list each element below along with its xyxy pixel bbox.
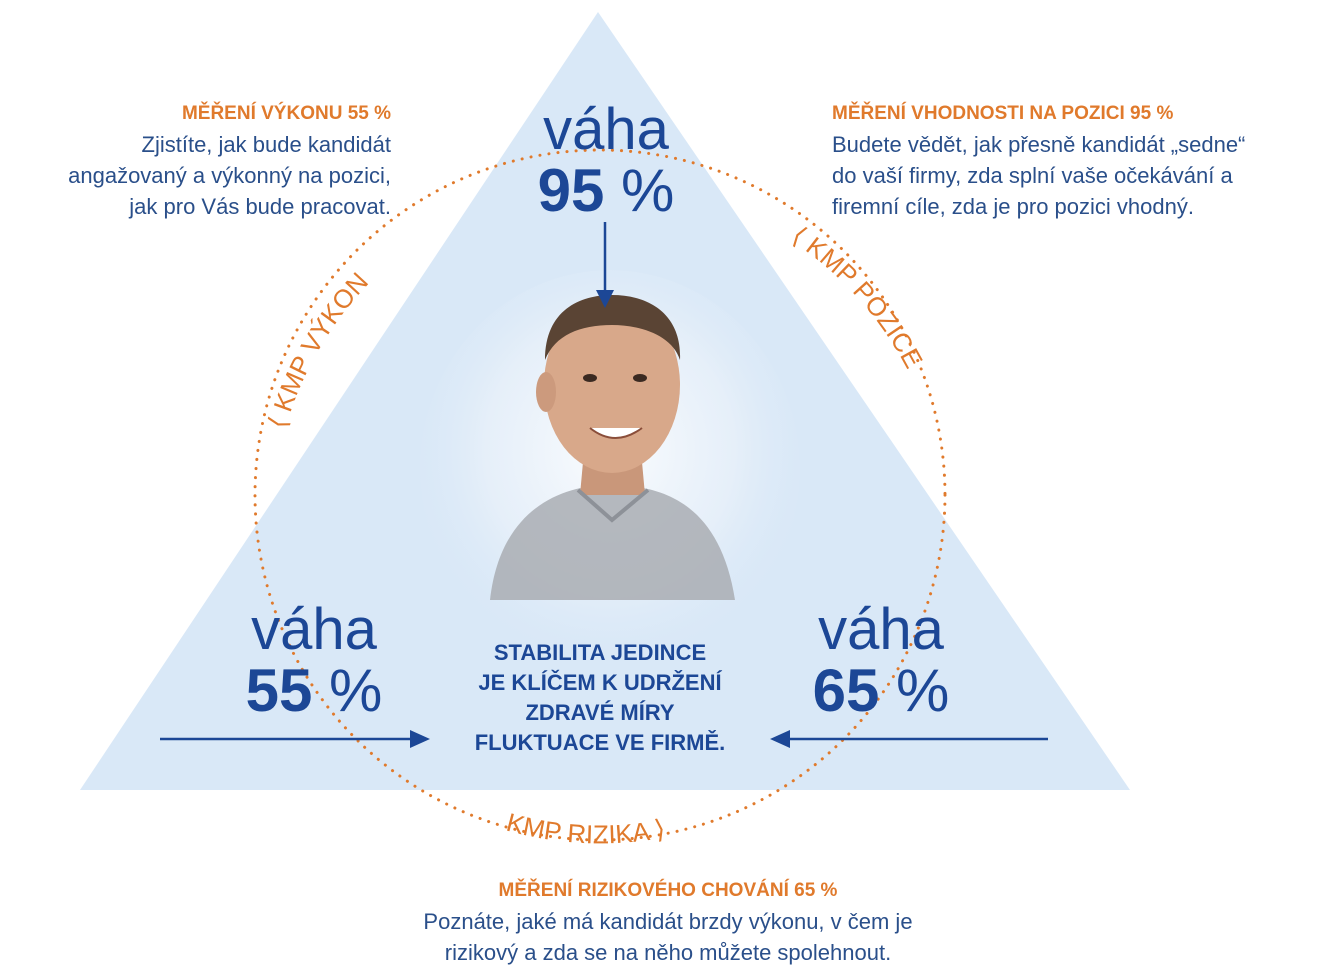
arc-label-bottom: KMP RIZIKA ⟩: [503, 807, 667, 850]
info-position-fit-title: MĚŘENÍ VHODNOSTI NA POZICI 95 %: [832, 103, 1174, 124]
weight-right: váha 65 %: [771, 600, 991, 722]
info-risk-line: Poznáte, jaké má kandidát brzdy výkonu, …: [423, 909, 913, 934]
info-risk: MĚŘENÍ RIZIKOVÉHO CHOVÁNÍ 65 % Poznáte, …: [318, 876, 1018, 968]
info-position-fit-line: firemní cíle, zda je pro pozici vhodný.: [832, 194, 1194, 219]
weight-left-percent: %: [329, 657, 383, 724]
info-risk-title: MĚŘENÍ RIZIKOVÉHO CHOVÁNÍ 65 %: [498, 880, 838, 901]
info-position-fit: MĚŘENÍ VHODNOSTI NA POZICI 95 % Budete v…: [832, 99, 1332, 222]
center-line: ZDRAVÉ MÍRY: [525, 700, 675, 725]
weight-top-value: 95: [537, 157, 605, 224]
weight-left-word: váha: [251, 597, 377, 662]
info-position-fit-line: Budete vědět, jak přesně kandidát „sedne…: [832, 132, 1246, 157]
info-performance: MĚŘENÍ VÝKONU 55 % Zjistíte, jak bude ka…: [0, 99, 391, 222]
weight-right-percent: %: [896, 657, 950, 724]
weight-left: váha 55 %: [204, 600, 424, 722]
arrow-left: [160, 730, 430, 748]
center-line: STABILITA JEDINCE: [493, 640, 707, 665]
arrow-top: [596, 222, 614, 308]
weight-left-value: 55: [245, 657, 313, 724]
info-performance-line: angažovaný a výkonný na pozici,: [68, 163, 391, 188]
weight-top-word: váha: [543, 97, 669, 162]
weight-top-percent: %: [621, 157, 675, 224]
person-portrait: [420, 270, 800, 670]
center-message: STABILITA JEDINCE JE KLÍČEM K UDRŽENÍ ZD…: [440, 638, 760, 758]
info-risk-line: rizikový a zda se na něho můžete spolehn…: [444, 940, 892, 965]
weight-right-value: 65: [812, 657, 880, 724]
weight-top: váha 95 %: [496, 100, 716, 222]
center-line: FLUKTUACE VE FIRMĚ.: [474, 730, 726, 755]
dotted-circle: [253, 148, 947, 842]
info-performance-line: Zjistíte, jak bude kandidát: [141, 132, 391, 157]
arrow-right: [770, 730, 1048, 748]
info-position-fit-line: do vaší firmy, zda splní vaše očekávání …: [832, 163, 1233, 188]
info-performance-title: MĚŘENÍ VÝKONU 55 %: [181, 103, 391, 124]
weight-right-word: váha: [818, 597, 944, 662]
center-line: JE KLÍČEM K UDRŽENÍ: [478, 670, 722, 695]
info-performance-line: jak pro Vás bude pracovat.: [129, 194, 391, 219]
